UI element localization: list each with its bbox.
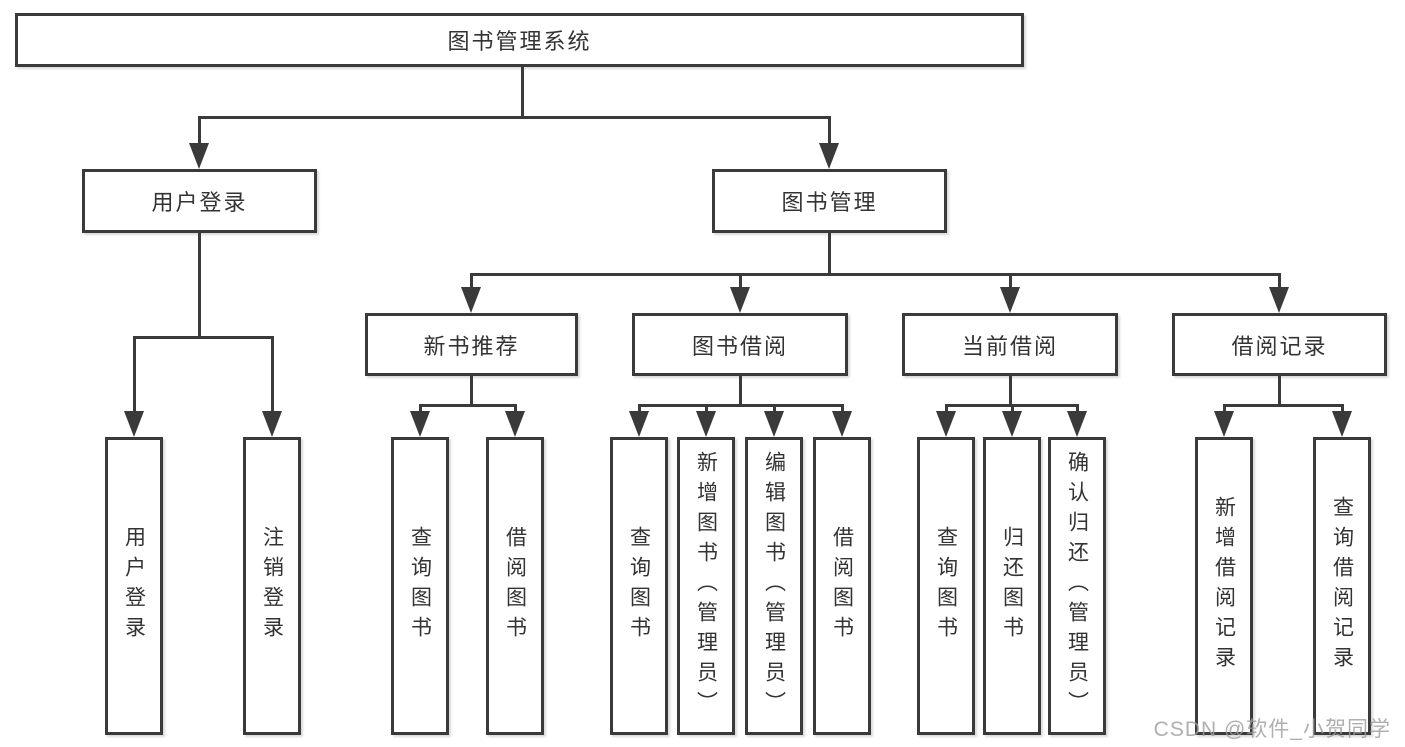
arrow-down-icon <box>189 143 209 169</box>
arrow-down-icon <box>730 287 750 313</box>
node-current-search-books: 查询图书 <box>917 437 975 735</box>
connector-line <box>470 376 473 407</box>
node-borrow-records: 借阅记录 <box>1172 313 1387 376</box>
node-logout-item: 注销登录 <box>243 437 301 735</box>
node-rec-borrow-books: 借阅图书 <box>486 437 544 735</box>
connector-line <box>470 273 473 290</box>
connector-line <box>705 404 708 414</box>
node-user-login: 用户登录 <box>82 169 317 233</box>
connector-line <box>133 336 136 413</box>
arrow-down-icon <box>505 411 525 437</box>
arrow-down-icon <box>936 411 956 437</box>
node-add-borrow-record: 新增借阅记录 <box>1195 437 1253 735</box>
node-user-login-item: 用户登录 <box>105 437 163 735</box>
node-current-borrow: 当前借阅 <box>902 313 1118 376</box>
arrow-down-icon <box>461 287 481 313</box>
connector-line <box>1223 404 1226 414</box>
arrow-down-icon <box>1269 287 1289 313</box>
arrow-down-icon <box>1067 411 1087 437</box>
connector-line <box>1278 376 1281 407</box>
connector-line <box>419 404 422 414</box>
connector-line <box>198 116 201 150</box>
node-new-book-recommend: 新书推荐 <box>365 313 578 376</box>
connector-line <box>739 376 742 407</box>
arrow-down-icon <box>1002 411 1022 437</box>
connector-line <box>470 273 1281 276</box>
arrow-down-icon <box>262 411 282 437</box>
connector-line <box>638 404 843 407</box>
node-confirm-return-admin: 确认归还（管理员） <box>1048 437 1106 735</box>
arrow-down-icon <box>696 411 716 437</box>
connector-line <box>521 66 524 119</box>
node-borrow-search-books: 查询图书 <box>610 437 668 735</box>
arrow-down-icon <box>1000 287 1020 313</box>
connector-line <box>198 233 201 339</box>
node-add-books-admin: 新增图书（管理员） <box>677 437 735 735</box>
node-search-borrow-record: 查询借阅记录 <box>1313 437 1371 735</box>
node-book-borrow: 图书借阅 <box>632 313 848 376</box>
connector-line <box>739 273 742 290</box>
arrow-down-icon <box>124 411 144 437</box>
connector-line <box>1009 376 1012 407</box>
node-root: 图书管理系统 <box>15 13 1024 67</box>
connector-line <box>945 404 948 414</box>
connector-line <box>638 404 641 414</box>
connector-line <box>1341 404 1344 414</box>
arrow-down-icon <box>819 143 839 169</box>
connector-line <box>198 116 830 119</box>
connector-line <box>1223 404 1343 407</box>
connector-line <box>271 336 274 413</box>
arrow-down-icon <box>629 411 649 437</box>
connector-line <box>1278 273 1281 290</box>
node-book-management: 图书管理 <box>712 169 947 233</box>
watermark: CSDN @软件_小贺同学 <box>1153 718 1391 741</box>
arrow-down-icon <box>1332 411 1352 437</box>
arrow-down-icon <box>832 411 852 437</box>
arrow-down-icon <box>1214 411 1234 437</box>
connector-line <box>514 404 517 414</box>
connector-line <box>773 404 776 414</box>
connector-line <box>828 116 831 150</box>
connector-line <box>841 404 844 414</box>
connector-line <box>1009 273 1012 290</box>
arrow-down-icon <box>764 411 784 437</box>
node-edit-books-admin: 编辑图书（管理员） <box>745 437 803 735</box>
node-return-books: 归还图书 <box>983 437 1041 735</box>
connector-line <box>828 233 831 276</box>
node-borrow-books: 借阅图书 <box>813 437 871 735</box>
arrow-down-icon <box>410 411 430 437</box>
connector-line <box>419 404 516 407</box>
connector-line <box>1011 404 1014 414</box>
connector-line <box>133 336 273 339</box>
connector-line <box>1076 404 1079 414</box>
node-rec-search-books: 查询图书 <box>391 437 449 735</box>
